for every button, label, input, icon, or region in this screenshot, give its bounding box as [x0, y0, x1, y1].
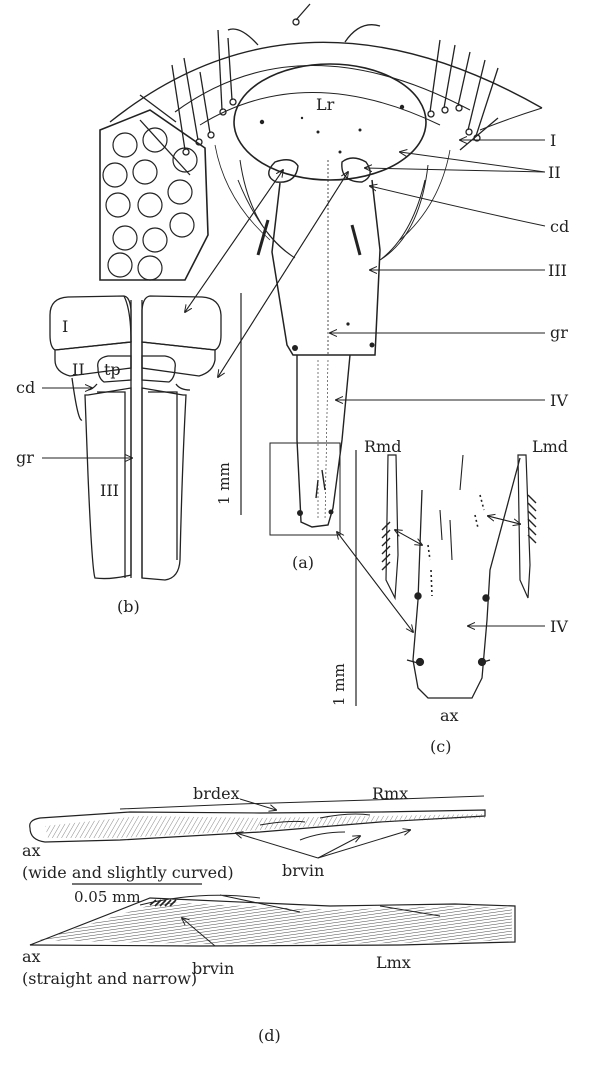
inset-box — [269, 442, 341, 536]
leaders-d — [182, 798, 410, 947]
stylet-base — [214, 144, 451, 261]
right-maxilla — [29, 795, 486, 843]
caption-a: (a) — [292, 553, 314, 572]
label-i-a: I — [550, 131, 556, 150]
label-lmd: Lmd — [532, 437, 568, 456]
label-scale-d: 0.05 mm — [74, 888, 141, 906]
segment-iv — [296, 354, 351, 528]
scale-label-a: 1 mm — [215, 462, 233, 505]
label-ax-d-top: ax — [22, 841, 41, 860]
label-brvin-top: brvin — [282, 861, 324, 880]
label-rmd: Rmd — [364, 437, 401, 456]
caption-d: (d) — [258, 1026, 281, 1045]
panel-a: 1 mm Lr I II cd III gr IV (a) — [99, 3, 569, 632]
scale-label-c: 1 mm — [330, 663, 348, 706]
panel-d: brdex Rmx ax (wide and slightly curved) … — [22, 784, 516, 1045]
label-tp: tp — [104, 360, 121, 379]
label-iv-a: IV — [550, 391, 568, 410]
segment-iv-enlarged — [406, 454, 521, 699]
setae — [139, 3, 499, 176]
label-gr-b: gr — [16, 448, 34, 467]
right-mandible — [381, 454, 399, 601]
caption-c: (c) — [430, 737, 451, 756]
left-mandible — [517, 454, 537, 599]
label-brvin-bottom: brvin — [192, 959, 234, 978]
label-cd-a: cd — [550, 217, 569, 236]
compound-eye — [99, 109, 209, 281]
leaders-c — [395, 516, 545, 626]
leaders-b — [42, 388, 132, 458]
label-ax-d-bottom: ax — [22, 947, 41, 966]
labrum — [233, 63, 427, 181]
left-maxilla — [29, 894, 516, 947]
label-brdex: brdex — [193, 784, 240, 803]
label-i-b: I — [62, 317, 68, 336]
label-iii-a: III — [548, 261, 567, 280]
label-gr-a: gr — [550, 323, 568, 342]
label-cd-b: cd — [16, 378, 35, 397]
label-lmx: Lmx — [376, 953, 411, 972]
label-iv-c: IV — [550, 617, 568, 636]
label-rmx: Rmx — [372, 784, 408, 803]
panel-b: I II tp cd gr III (b) — [16, 295, 222, 616]
caption-b: (b) — [117, 597, 140, 616]
leaders-a — [185, 140, 546, 632]
label-ii-b: II — [72, 360, 85, 379]
label-ii-a: II — [548, 163, 561, 182]
schematic-labium — [49, 295, 222, 581]
label-ax-c: ax — [440, 706, 459, 725]
segment-iii — [256, 160, 381, 356]
panel-c: 1 mm Rmd Lmd — [330, 437, 568, 756]
label-lr: Lr — [316, 95, 335, 114]
label-ax-d-top-note: (wide and slightly curved) — [22, 863, 234, 882]
label-iii-b: III — [100, 481, 119, 500]
label-ax-d-bottom-note: (straight and narrow) — [22, 969, 197, 988]
